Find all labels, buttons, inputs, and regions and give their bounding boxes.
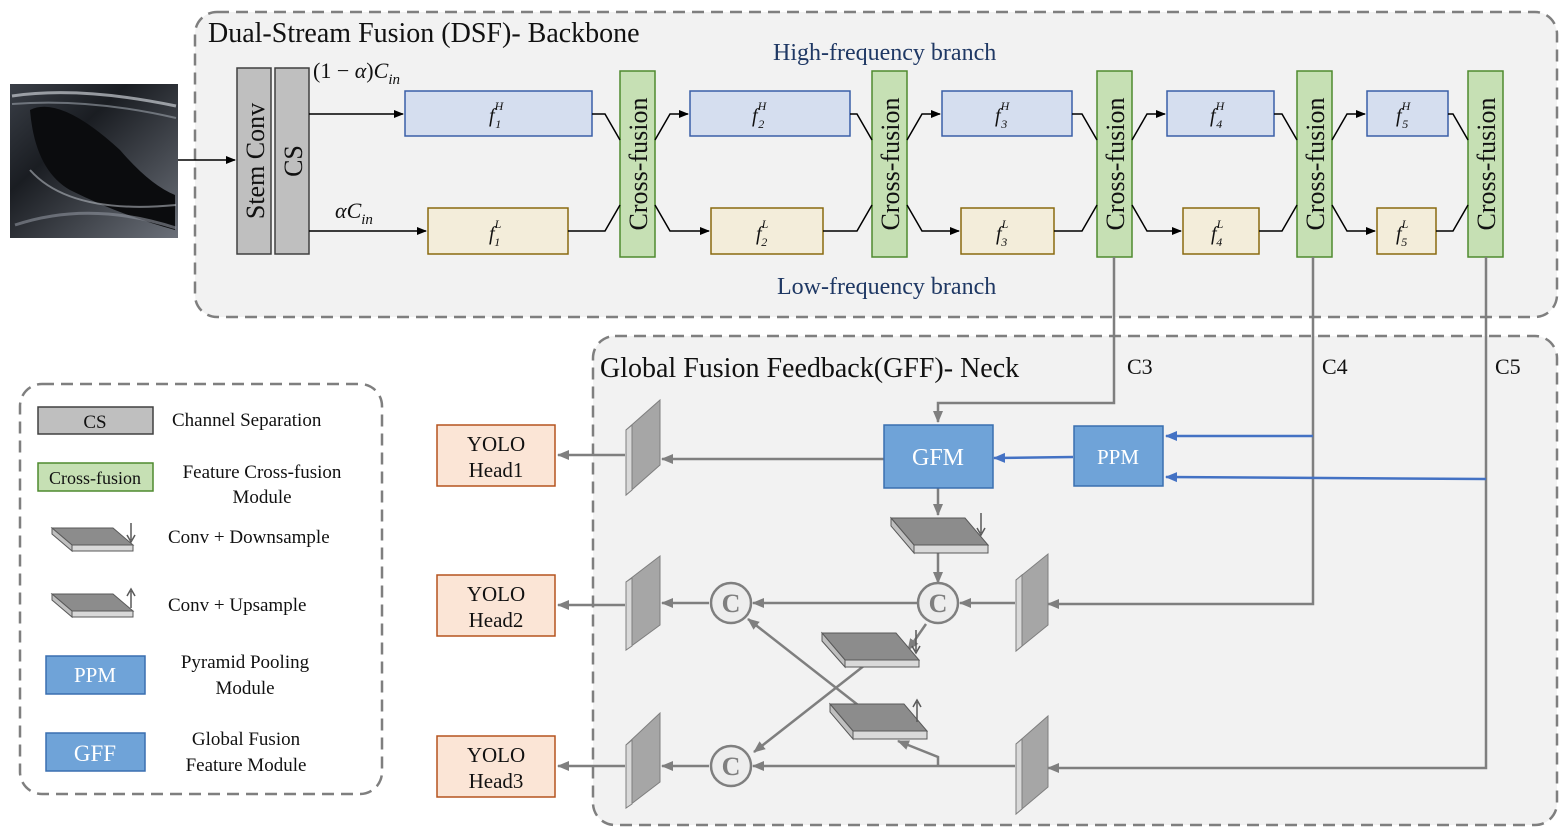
downsample-slab-top — [889, 513, 990, 555]
backbone-title: Dual-Stream Fusion (DSF)- Backbone — [208, 18, 640, 49]
svg-text:Head3: Head3 — [469, 769, 524, 793]
feature-plane-head1 — [625, 398, 661, 497]
cross-fusion-3: Cross-fusion — [1096, 70, 1133, 258]
cs-block-label: CS — [279, 145, 308, 177]
svg-text:PPM: PPM — [74, 663, 116, 687]
high-channel-label: (1 − α)Cin — [313, 58, 400, 88]
svg-text:Conv + Downsample: Conv + Downsample — [168, 527, 330, 548]
gfm-block: GFM — [883, 424, 994, 489]
svg-text:fL3: fL3 — [996, 217, 1009, 249]
legend-downsample: Conv + Downsample — [50, 523, 330, 553]
feature-plane-c4 — [1015, 552, 1049, 653]
downsample-slab-mid — [820, 630, 921, 669]
svg-text:Module: Module — [232, 487, 291, 508]
feature-plane-head2 — [625, 554, 661, 651]
stem-conv-block — [236, 67, 272, 255]
legend-ppm: PPM Pyramid Pooling Module — [45, 652, 310, 699]
svg-text:fH3: fH3 — [995, 99, 1011, 131]
backbone-connectors — [568, 110, 1469, 235]
concat-node-mid-left: C — [709, 581, 753, 625]
svg-text:GFF: GFF — [74, 741, 116, 766]
legend-cs: CS Channel Separation — [37, 406, 322, 435]
svg-text:Cross-fusion: Cross-fusion — [624, 98, 653, 231]
svg-text:Cross-fusion: Cross-fusion — [49, 468, 141, 488]
legend-cross-fusion: Cross-fusion Feature Cross-fusion Module — [37, 462, 342, 508]
svg-text:YOLO: YOLO — [467, 432, 525, 456]
svg-text:YOLO: YOLO — [467, 743, 525, 767]
svg-text:Cross-fusion: Cross-fusion — [876, 98, 905, 231]
svg-text:CS: CS — [83, 412, 106, 433]
input-ultrasound-image — [10, 84, 178, 238]
svg-text:GFM: GFM — [912, 445, 964, 471]
feature-plane-head3 — [625, 711, 661, 810]
svg-text:Module: Module — [215, 678, 274, 699]
ppm-block: PPM — [1073, 425, 1164, 487]
c3-label: C3 — [1127, 354, 1153, 379]
c5-label: C5 — [1495, 354, 1521, 379]
cross-fusion-2: Cross-fusion — [871, 70, 908, 258]
yolo-head-3: YOLO Head3 — [436, 735, 556, 798]
cross-fusion-4: Cross-fusion — [1296, 70, 1333, 258]
low-branch-label: Low-frequency branch — [777, 274, 996, 300]
svg-text:C: C — [929, 589, 948, 618]
neck-title: Global Fusion Feedback(GFF)- Neck — [600, 353, 1019, 384]
svg-text:Conv + Upsample: Conv + Upsample — [168, 595, 306, 616]
svg-text:Cross-fusion: Cross-fusion — [1472, 98, 1501, 231]
yolo-head-2: YOLO Head2 — [436, 574, 556, 637]
svg-text:Cross-fusion: Cross-fusion — [1101, 98, 1130, 231]
svg-text:Feature Cross-fusion: Feature Cross-fusion — [183, 462, 342, 483]
svg-text:fH2: fH2 — [752, 99, 768, 131]
legend-upsample: Conv + Upsample — [50, 587, 306, 619]
yolo-head-1: YOLO Head1 — [436, 424, 556, 487]
concat-node-bottom: C — [709, 744, 753, 788]
concat-node-mid-right: C — [916, 581, 960, 625]
svg-text:PPM: PPM — [1097, 445, 1139, 469]
svg-text:fH4: fH4 — [1210, 99, 1226, 131]
svg-text:C: C — [722, 752, 741, 781]
cross-fusion-5: Cross-fusion — [1467, 70, 1504, 258]
low-channel-label: αCin — [335, 198, 373, 228]
svg-text:YOLO: YOLO — [467, 582, 525, 606]
svg-text:C: C — [722, 589, 741, 618]
feature-plane-c5 — [1015, 714, 1049, 816]
svg-text:Feature Module: Feature Module — [186, 755, 307, 776]
upsample-slab — [828, 698, 929, 741]
svg-text:fH1: fH1 — [489, 99, 505, 131]
svg-text:fL5: fL5 — [1396, 217, 1409, 249]
high-branch-label: High-frequency branch — [773, 40, 996, 66]
svg-text:fL2: fL2 — [756, 217, 769, 249]
neck-gray-connectors — [557, 257, 1488, 773]
svg-text:Global Fusion: Global Fusion — [192, 729, 301, 750]
svg-text:Head1: Head1 — [469, 458, 524, 482]
svg-text:fL1: fL1 — [489, 217, 502, 249]
legend-gff: GFF Global Fusion Feature Module — [45, 729, 307, 776]
svg-text:Cross-fusion: Cross-fusion — [1301, 98, 1330, 231]
c4-label: C4 — [1322, 354, 1348, 379]
svg-text:fL4: fL4 — [1211, 217, 1224, 249]
svg-text:Pyramid Pooling: Pyramid Pooling — [181, 652, 310, 673]
cs-block — [274, 67, 310, 255]
stem-conv-label: Stem Conv — [241, 103, 270, 219]
svg-text:Channel Separation: Channel Separation — [172, 410, 322, 431]
svg-text:Head2: Head2 — [469, 608, 524, 632]
neck-blue-connectors — [993, 431, 1487, 483]
cross-fusion-1: Cross-fusion — [619, 70, 656, 258]
svg-text:fH5: fH5 — [1396, 99, 1412, 131]
